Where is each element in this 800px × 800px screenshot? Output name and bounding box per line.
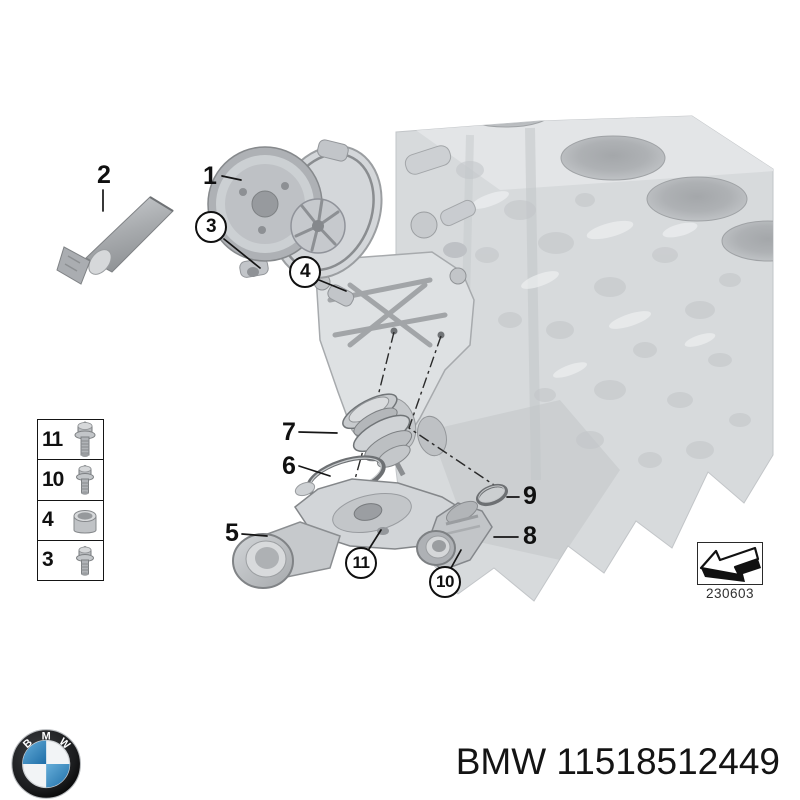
sleeve-bushing-icon bbox=[69, 503, 101, 537]
flange-bolt-long-icon bbox=[69, 421, 101, 458]
legend-row-11: 11 bbox=[38, 420, 103, 461]
callout-7: 7 bbox=[282, 418, 296, 446]
callout-9: 9 bbox=[523, 482, 537, 510]
bmw-logo: B M W bbox=[3, 728, 91, 800]
parts-diagram bbox=[56, 115, 774, 602]
callout-2: 2 bbox=[97, 161, 111, 189]
pump-impeller bbox=[290, 198, 346, 254]
callout-3-circled: 3 bbox=[195, 211, 227, 243]
coolant-connector bbox=[416, 500, 493, 571]
callout-leader-lines bbox=[102, 175, 520, 569]
direction-arrow-icon bbox=[699, 546, 761, 582]
legend-row-3: 3 bbox=[38, 541, 103, 580]
flange-bolt-short-icon bbox=[69, 543, 101, 578]
legend-row-label: 11 bbox=[42, 427, 63, 451]
part-number-text: BMW 11518512449 bbox=[455, 741, 780, 782]
legend-row-label: 3 bbox=[42, 548, 54, 572]
thermostat bbox=[342, 393, 413, 477]
callout-10-circled: 10 bbox=[429, 566, 461, 598]
cylinder-bore bbox=[646, 176, 748, 222]
callout-6: 6 bbox=[282, 452, 296, 480]
o-ring-small bbox=[476, 483, 508, 507]
legend-panel: 11 10 4 3 bbox=[37, 419, 104, 581]
logo-letter-m: M bbox=[42, 731, 51, 743]
thermostat-housing bbox=[232, 478, 479, 589]
legend-row-label: 10 bbox=[42, 467, 64, 491]
callout-8: 8 bbox=[523, 522, 537, 550]
stamp-code: 230603 bbox=[705, 586, 755, 601]
legend-row-10: 10 bbox=[38, 460, 103, 501]
callout-5: 5 bbox=[225, 519, 239, 547]
callout-11-circled: 11 bbox=[345, 547, 377, 579]
cylinder-bore bbox=[459, 116, 553, 128]
callout-4-circled: 4 bbox=[289, 256, 321, 288]
callout-1: 1 bbox=[203, 162, 217, 190]
legend-row-4: 4 bbox=[38, 501, 103, 541]
flange-bolt-short-icon bbox=[69, 462, 101, 497]
legend-row-label: 4 bbox=[42, 508, 54, 532]
cylinder-bore bbox=[721, 220, 773, 262]
cylinder-bore bbox=[560, 135, 666, 181]
sealant-tube bbox=[56, 196, 174, 285]
